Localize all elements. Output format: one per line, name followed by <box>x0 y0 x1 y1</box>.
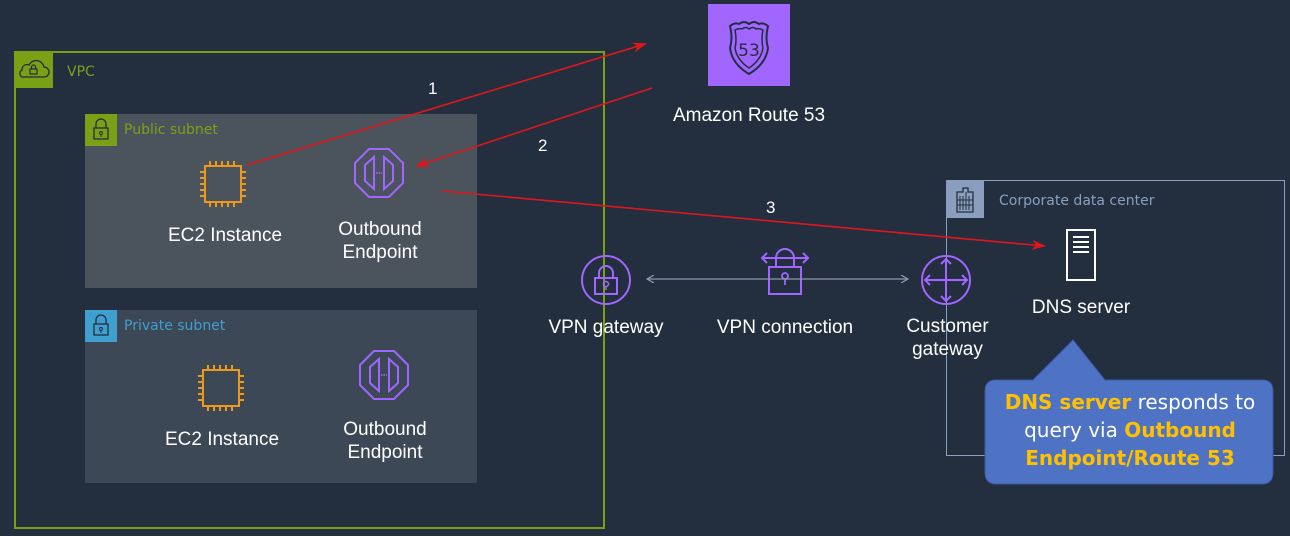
dns-server-label: DNS server <box>1031 297 1131 318</box>
private-subnet-group <box>85 310 477 483</box>
public-endpoint-label-line1: Outbound <box>338 219 422 240</box>
arrow-step-2 <box>415 87 653 167</box>
cloud-lock-icon <box>19 59 50 78</box>
vpn-gateway-icon[interactable] <box>580 254 632 306</box>
lock-icon <box>93 118 109 140</box>
route53-label: Amazon Route 53 <box>672 105 826 126</box>
public-subnet-tag <box>85 114 117 146</box>
ec2-chip-icon[interactable] <box>196 364 248 414</box>
vpc-label: VPC <box>67 64 95 80</box>
customer-gateway-label-line1: Customer <box>906 316 989 337</box>
public-subnet-label: Public subnet <box>124 122 218 138</box>
public-endpoint-label: Outbound Endpoint <box>320 218 440 264</box>
step-2-label: 2 <box>538 136 548 155</box>
private-endpoint-label: Outbound Endpoint <box>325 418 445 464</box>
vpc-tag <box>14 51 53 88</box>
customer-gateway-icon[interactable] <box>920 254 972 306</box>
outbound-endpoint-icon[interactable] <box>353 147 405 199</box>
ec2-chip-icon[interactable] <box>198 160 250 210</box>
customer-gateway-label-line2: gateway <box>912 339 983 360</box>
outbound-endpoint-icon[interactable] <box>358 349 410 401</box>
route53-badge: 53 <box>738 41 760 61</box>
public-ec2-label: EC2 Instance <box>167 225 283 246</box>
private-endpoint-label-line1: Outbound <box>343 419 427 440</box>
lock-icon <box>93 314 109 336</box>
private-subnet-tag <box>85 310 117 342</box>
server-icon[interactable] <box>1064 228 1098 282</box>
callout-text: DNS server responds to query via Outboun… <box>990 388 1270 472</box>
route53-node[interactable]: 53 <box>708 4 790 86</box>
arrow-step-3 <box>441 190 1046 250</box>
private-ec2-label: EC2 Instance <box>164 429 280 450</box>
vpn-gateway-label: VPN gateway <box>548 317 664 338</box>
public-endpoint-label-line2: Endpoint <box>342 242 418 263</box>
step-3-label: 3 <box>766 198 776 217</box>
building-icon <box>956 187 974 213</box>
arrow-step-1 <box>246 42 647 166</box>
route53-shield-icon: 53 <box>728 21 770 76</box>
private-endpoint-label-line2: Endpoint <box>347 442 423 463</box>
callout-highlight-dns: DNS server <box>1004 390 1132 414</box>
corporate-data-center-tag <box>946 180 984 218</box>
callout-highlight-endpoint: Outbound Endpoint/Route 53 <box>1025 418 1236 470</box>
corporate-data-center-label: Corporate data center <box>999 193 1155 209</box>
step-1-label: 1 <box>428 79 438 98</box>
callout-middle: responds to query via <box>1024 390 1256 442</box>
public-subnet-group <box>85 114 477 288</box>
vpn-connection-label: VPN connection <box>716 317 854 338</box>
vpc-group <box>14 51 605 529</box>
private-subnet-label: Private subnet <box>124 318 226 334</box>
customer-gateway-label: Customer gateway <box>885 315 1010 361</box>
